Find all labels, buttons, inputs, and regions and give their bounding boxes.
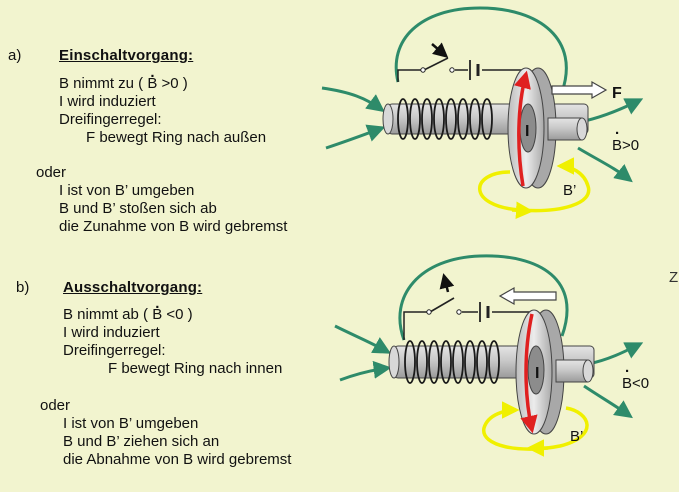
a-line5: I ist von B’ umgeben xyxy=(59,182,195,199)
a-bdot-dot: . xyxy=(615,121,619,138)
b-bprime-label: B’ xyxy=(570,428,583,445)
label-b: b) xyxy=(16,279,30,296)
a-current-label: I xyxy=(525,123,529,140)
label-a: a) xyxy=(8,47,22,64)
a-coil xyxy=(397,98,493,140)
a-line2: I wird induziert xyxy=(59,93,156,110)
a-field-line-top xyxy=(394,6,568,93)
a-ring-field-loop xyxy=(478,157,591,213)
b-line3: Dreifingerregel: xyxy=(63,342,166,359)
b-line1: B nimmt ab ( B <0 ) xyxy=(63,295,193,324)
b-oder: oder xyxy=(40,397,71,414)
b-current-arrow xyxy=(520,313,538,434)
a-line3: Dreifingerregel: xyxy=(59,111,162,128)
b-line2: I wird induziert xyxy=(63,324,160,341)
b-bdot-b: B xyxy=(622,375,632,392)
b-line4: F bewegt Ring nach innen xyxy=(108,360,283,377)
a-line7: die Zunahme von B wird gebremst xyxy=(59,218,288,235)
b-core-end-cap xyxy=(582,359,594,383)
a-bdot-suffix: >0 xyxy=(622,137,639,154)
a-core-end-cap xyxy=(576,117,588,141)
a-bdot-b: B xyxy=(612,137,622,154)
a-bprime-label: B’ xyxy=(563,182,576,199)
a-current-arrow xyxy=(513,70,531,187)
b-current-label: I xyxy=(535,365,539,382)
a-line1-bdot: B xyxy=(147,64,157,93)
a-field-line-lower-out xyxy=(577,146,633,183)
b-line5: I ist von B’ umgeben xyxy=(63,415,199,432)
a-line4: F bewegt Ring nach außen xyxy=(86,129,267,146)
b-ring-hole xyxy=(527,345,545,395)
b-field-line-upper-out xyxy=(587,342,644,366)
a-line1-suffix: >0 ) xyxy=(157,75,188,92)
a-oder: oder xyxy=(36,164,67,181)
b-core-end-left xyxy=(388,345,400,379)
b-field-line-top xyxy=(398,254,569,341)
a-line6: B und B’ stoßen sich ab xyxy=(59,200,217,217)
b-line6: B und B’ ziehen sich an xyxy=(63,433,220,450)
a-line1: B nimmt zu ( B >0 ) xyxy=(59,64,188,93)
a-field-line-upper-in xyxy=(321,86,385,113)
b-field-line-lower-in xyxy=(339,360,392,382)
a-core-end-left xyxy=(382,103,394,135)
diagram-a: F I B . >0 B’ xyxy=(321,6,644,219)
a-switch-arrow xyxy=(431,42,449,58)
edge-char: Z xyxy=(669,269,679,286)
a-force-arrow xyxy=(551,80,608,100)
b-bdot-dot: . xyxy=(625,359,629,376)
b-bdot-suffix: <0 xyxy=(632,375,649,392)
heading-einschaltvorgang: Einschaltvorgang: xyxy=(59,47,194,64)
heading-ausschaltvorgang: Ausschaltvorgang: xyxy=(63,279,203,296)
b-line7: die Abnahme von B wird gebremst xyxy=(63,451,292,468)
a-field-line-lower-in xyxy=(325,124,386,150)
b-line1-bdot: B xyxy=(152,295,162,324)
b-switch-contact-left xyxy=(426,309,432,315)
b-force-arrow xyxy=(498,286,557,306)
a-force-label: F xyxy=(612,85,622,102)
b-coil xyxy=(404,340,500,384)
a-circuit-wire xyxy=(397,69,531,82)
b-field-line-lower-out xyxy=(583,384,633,419)
a-ring-field-arrow xyxy=(511,201,534,219)
b-switch-arrow xyxy=(439,273,455,293)
a-switch-contact-right xyxy=(449,67,455,73)
b-switch-contact-right xyxy=(456,309,462,315)
a-field-line-upper-out xyxy=(579,98,644,124)
b-line1-suffix: <0 ) xyxy=(162,306,193,323)
b-line1-prefix: B nimmt ab ( xyxy=(63,306,153,323)
b-circuit-wire xyxy=(403,311,533,340)
b-field-line-upper-in xyxy=(334,324,392,354)
a-switch-contact-left xyxy=(420,67,426,73)
a-switch-lever xyxy=(423,57,449,71)
diagram-b: I B . <0 B’ xyxy=(334,254,649,457)
b-ring-field-loop xyxy=(482,401,589,451)
a-line1-prefix: B nimmt zu ( xyxy=(59,75,148,92)
b-switch-lever xyxy=(429,297,455,313)
